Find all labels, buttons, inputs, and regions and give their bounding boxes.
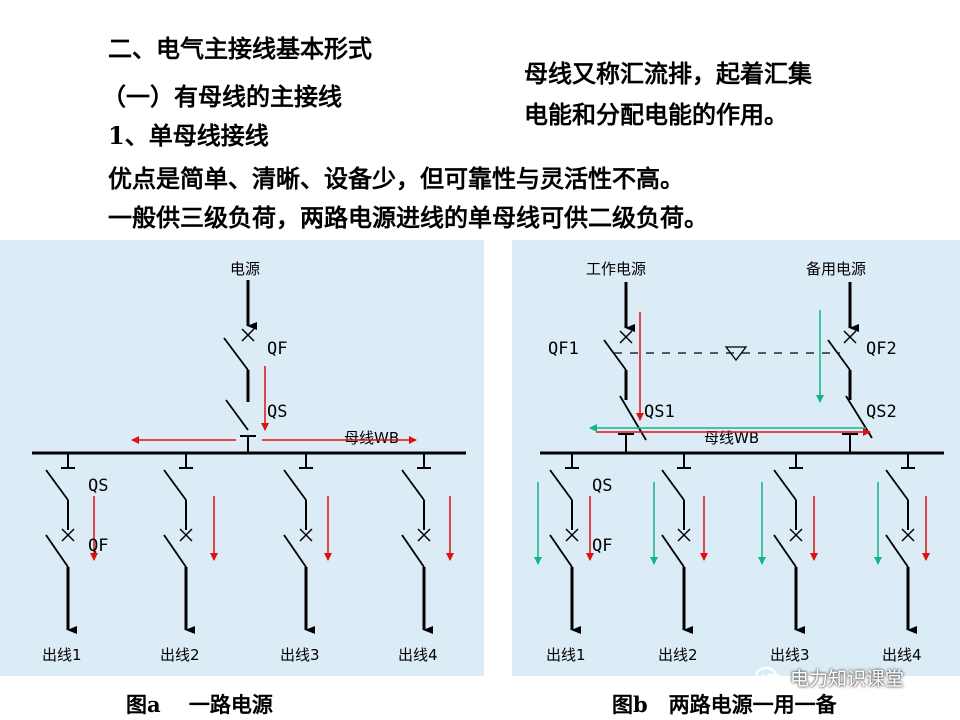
- fig-a-qs-switch: [225, 399, 249, 431]
- bus-note-line2: 电能和分配电能的作用。: [524, 100, 788, 129]
- figure-a: 电源 QF QS 母线WB Q: [32, 260, 466, 664]
- fig-b-branch-qf-label: QF: [592, 536, 612, 556]
- description-line1: 优点是简单、清晰、设备少，但可靠性与灵活性不高。: [108, 164, 684, 193]
- fig-a-branch-3: [283, 453, 332, 634]
- fig-b-output-1: 出线1: [546, 646, 586, 664]
- fig-a-bus-label: 母线WB: [344, 429, 399, 447]
- page-title: 二、电气主接线基本形式: [108, 34, 372, 63]
- figure-a-panel: [0, 240, 484, 676]
- watermark: 电力知识课堂: [754, 664, 904, 691]
- wechat-icon: [755, 666, 783, 688]
- fig-b-qs2-label: QS2: [866, 402, 897, 422]
- fig-b-source-backup-label: 备用电源: [806, 260, 866, 278]
- figure-b: 工作电源 备用电源 QF1 QS1 QF2 QS2 母线WB: [534, 260, 944, 664]
- fig-a-qf-cross-2: [241, 328, 255, 342]
- fig-a-output-4: 出线4: [398, 646, 438, 664]
- fig-a-output-1: 出线1: [42, 646, 82, 664]
- fig-b-branch-1: [534, 453, 594, 634]
- figure-b-caption: 图b 两路电源一用一备: [612, 692, 837, 717]
- fig-a-output-3: 出线3: [280, 646, 320, 664]
- fig-b-qs1-label: QS1: [644, 402, 675, 422]
- page-subtitle: （一）有母线的主接线: [102, 82, 342, 111]
- bus-note-line1: 母线又称汇流排，起着汇集: [524, 59, 812, 88]
- fig-a-source-label: 电源: [230, 260, 260, 278]
- fig-b-qf1-label: QF1: [548, 339, 579, 359]
- fig-b-branch-qs-label: QS: [592, 476, 612, 496]
- fig-b-output-4: 出线4: [882, 646, 922, 664]
- fig-a-qf-switch: [223, 337, 249, 371]
- fig-a-qs-label: QS: [267, 402, 287, 422]
- fig-b-branch-2: [650, 453, 708, 634]
- fig-a-qf-label: QF: [267, 339, 287, 359]
- fig-b-source-work-label: 工作电源: [586, 260, 646, 278]
- description-line2: 一般供三级负荷，两路电源进线的单母线可供二级负荷。: [108, 203, 708, 232]
- fig-b-qf2-label: QF2: [866, 339, 897, 359]
- fig-b-qf2-switch: [827, 339, 851, 371]
- figure-b-panel: [512, 240, 960, 676]
- fig-b-branch-4: [874, 453, 930, 634]
- fig-b-qf1-switch: [603, 339, 627, 371]
- fig-b-interlock-triangle: [724, 346, 748, 362]
- watermark-text: 电力知识课堂: [790, 668, 905, 690]
- fig-a-branch-qf-label: QF: [88, 536, 108, 556]
- fig-a-branch-qs-label: QS: [88, 476, 108, 496]
- fig-b-output-3: 出线3: [770, 646, 810, 664]
- fig-a-branch-2: [163, 453, 218, 634]
- fig-a-branch-1: [45, 453, 98, 634]
- fig-a-output-2: 出线2: [160, 646, 200, 664]
- fig-b-output-2: 出线2: [658, 646, 698, 664]
- fig-b-branch-3: [758, 453, 818, 634]
- fig-a-branch-4: [401, 453, 454, 634]
- figure-a-caption: 图a 一路电源: [126, 692, 273, 717]
- fig-b-bus-label: 母线WB: [704, 429, 759, 447]
- section-title: 1、单母线接线: [108, 121, 269, 150]
